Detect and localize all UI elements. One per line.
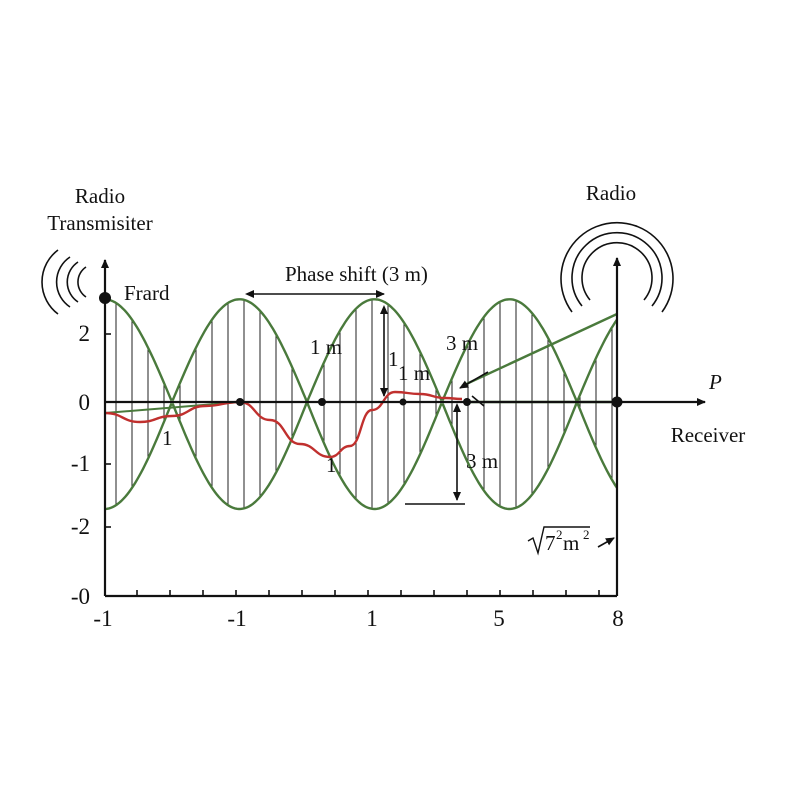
y-tick-labels: 2 0 -1 -2 -0: [71, 321, 90, 609]
radio-right-label: Radio: [586, 181, 636, 205]
y-tick-label: -1: [71, 451, 90, 476]
y-tick-label: 0: [79, 390, 91, 415]
y-tick-label: 2: [79, 321, 91, 346]
y-tick-label: -2: [71, 514, 90, 539]
phase-shift-label: Phase shift (3 m): [285, 262, 428, 286]
receiver-dot: [611, 396, 623, 408]
wave-hatch-lines: [115, 299, 613, 509]
x-tick-labels: -1 -1 1 5 8: [93, 606, 623, 631]
p-label: P: [708, 370, 722, 394]
red-wave: [104, 390, 463, 459]
dot-d: [463, 398, 471, 406]
x-tick-label: 1: [366, 606, 378, 631]
three-m-bottom-label: 3 m: [466, 449, 498, 473]
mid-one-label: 1: [388, 347, 399, 371]
one-m-mid-label: 1 m: [398, 361, 430, 385]
arrow-to-intersection: [459, 371, 489, 389]
sqrt-expression: 7 2 m 2: [527, 526, 590, 556]
x-tick-label: 8: [612, 606, 624, 631]
small-slash: [471, 395, 485, 407]
frard-label: Frard: [124, 281, 170, 305]
frard-dot: [99, 292, 111, 304]
dot-c: [399, 398, 407, 406]
x-tick-label: 5: [493, 606, 505, 631]
transmitter-label-1: Radio: [75, 184, 125, 208]
radical-sign: [527, 526, 590, 556]
green-diagonal-line: [461, 312, 618, 388]
axes: [101, 257, 706, 598]
receiver-label: Receiver: [671, 423, 746, 447]
sqrt-exp: 2: [556, 527, 563, 542]
one-m-left-label: 1 m: [310, 335, 342, 359]
dot-b: [318, 398, 326, 406]
receiver-waves-icon: [560, 221, 674, 313]
green-wave-upper: [104, 298, 618, 406]
measurement-markers: [245, 290, 615, 548]
transmitter-label-2: Transmisiter: [47, 211, 152, 235]
red-one-left-label: 1: [162, 426, 173, 450]
sqrt-unit: m: [563, 531, 579, 555]
sqrt-arrow: [597, 537, 615, 548]
transmitter-waves-icon: [41, 249, 87, 315]
sqrt-unit-exp: 2: [583, 527, 590, 542]
x-tick-label: -1: [93, 606, 112, 631]
axis-tick-marks: [105, 333, 600, 596]
x-tick-label: -1: [227, 606, 246, 631]
red-one-mid-label: 1: [326, 453, 337, 477]
y-tick-label: -0: [71, 584, 90, 609]
three-m-top-label: 3 m: [446, 331, 478, 355]
node-dots: [99, 292, 623, 408]
dot-a: [236, 398, 244, 406]
sqrt-base: 7: [545, 531, 556, 555]
green-wave-lower: [104, 398, 618, 511]
